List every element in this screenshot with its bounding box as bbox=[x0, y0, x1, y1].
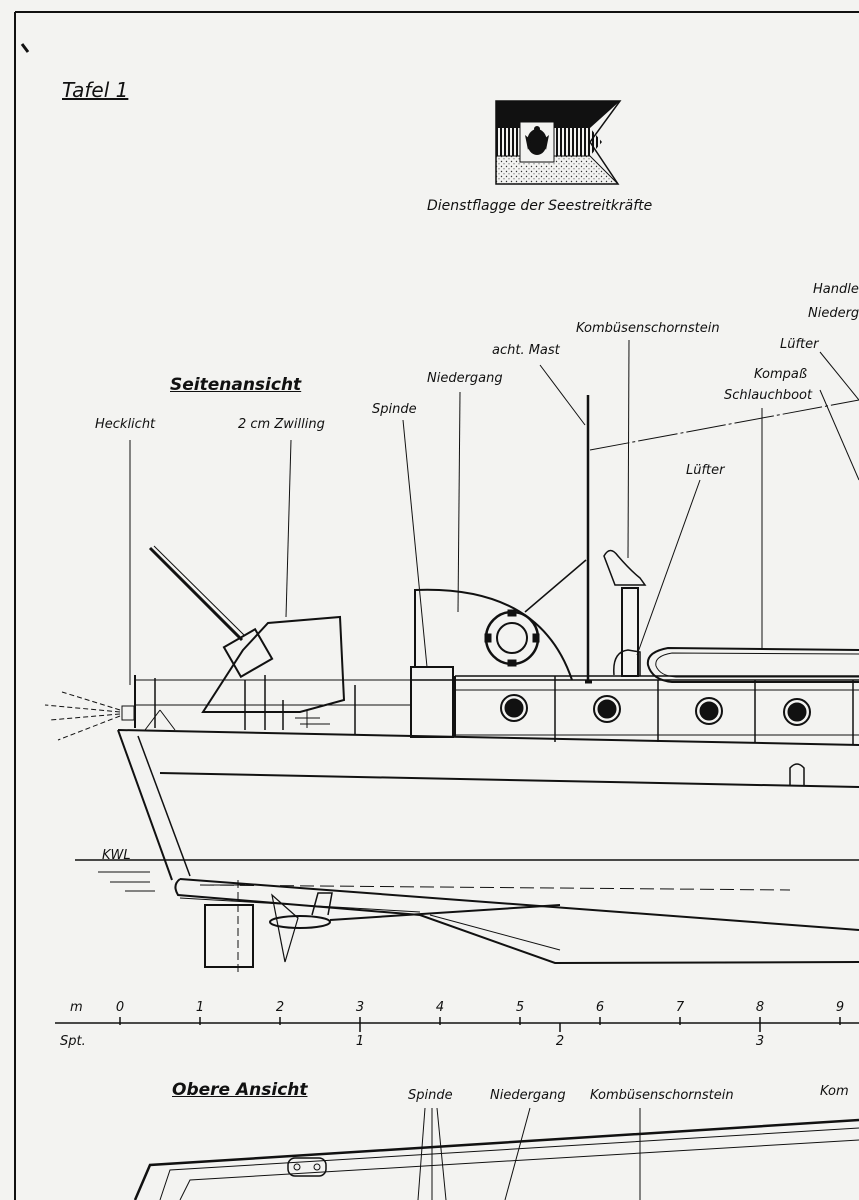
scale-spant-label: Spt. bbox=[60, 1034, 86, 1049]
sheet-title: Tafel 1 bbox=[62, 78, 129, 102]
spant-tick: 3 bbox=[755, 1034, 765, 1049]
label-luefter-2: Lüfter bbox=[780, 337, 819, 352]
label-niedergang-cut: Niederg bbox=[808, 306, 859, 321]
label-luefter: Lüfter bbox=[686, 463, 725, 478]
porthole bbox=[695, 697, 723, 725]
label-hecklicht: Hecklicht bbox=[95, 417, 156, 432]
label-acht-mast: acht. Mast bbox=[492, 343, 560, 358]
label-handle-cut: Handle bbox=[813, 282, 859, 297]
scale-bar bbox=[55, 1017, 859, 1032]
service-flag bbox=[495, 100, 622, 185]
label-kwl: KWL bbox=[102, 848, 131, 863]
scale-tick: 8 bbox=[755, 1000, 765, 1015]
inflatable-boat bbox=[646, 646, 859, 683]
label-top-niedergang: Niedergang bbox=[490, 1088, 566, 1103]
label-kompass: Kompaß bbox=[754, 367, 808, 382]
scale-tick: 9 bbox=[835, 1000, 845, 1015]
sheet-border bbox=[14, 11, 859, 1200]
top-view-heading: Obere Ansicht bbox=[172, 1080, 308, 1100]
spant-tick: 1 bbox=[355, 1034, 365, 1049]
label-kombuesenschornstein: Kombüsenschornstein bbox=[576, 321, 720, 336]
eagle-icon bbox=[525, 126, 549, 155]
aft-mast bbox=[524, 395, 859, 684]
waterline bbox=[75, 859, 859, 892]
label-zwilling: 2 cm Zwilling bbox=[238, 417, 325, 432]
porthole bbox=[500, 694, 528, 722]
hull bbox=[117, 729, 859, 965]
scale-tick: 7 bbox=[675, 1000, 685, 1015]
scale-tick: 6 bbox=[595, 1000, 605, 1015]
label-schlauchboot: Schlauchboot bbox=[724, 388, 813, 403]
rudder-propeller bbox=[204, 880, 561, 975]
twin-gun bbox=[148, 545, 346, 730]
scale-tick: 1 bbox=[195, 1000, 205, 1015]
scale-tick: 0 bbox=[115, 1000, 125, 1015]
life-ring-icon bbox=[484, 609, 540, 667]
flag-caption: Dienstflagge der Seestreitkräfte bbox=[427, 198, 653, 214]
deck-railing bbox=[134, 675, 410, 735]
label-spinde: Spinde bbox=[372, 402, 417, 417]
label-top-kompass-cut: Kom bbox=[820, 1084, 849, 1099]
portholes bbox=[500, 694, 811, 726]
scale-tick: 5 bbox=[515, 1000, 525, 1015]
label-top-kombuese: Kombüsenschornstein bbox=[590, 1088, 734, 1103]
scale-tick: 2 bbox=[275, 1000, 285, 1015]
side-view-heading: Seitenansicht bbox=[170, 375, 302, 395]
leader-lines bbox=[129, 339, 859, 685]
label-niedergang: Niedergang bbox=[427, 371, 503, 386]
scale-tick: 3 bbox=[355, 1000, 365, 1015]
spant-tick: 2 bbox=[555, 1034, 565, 1049]
galley-chimney bbox=[603, 549, 647, 677]
stern-light bbox=[44, 691, 135, 741]
label-top-spinde: Spinde bbox=[408, 1088, 453, 1103]
top-view-drawing bbox=[133, 1107, 859, 1200]
porthole bbox=[593, 695, 621, 723]
porthole bbox=[783, 698, 811, 726]
scale-meter-label: m bbox=[70, 1000, 83, 1015]
scale-tick: 4 bbox=[435, 1000, 445, 1015]
deckhouse bbox=[410, 588, 859, 744]
